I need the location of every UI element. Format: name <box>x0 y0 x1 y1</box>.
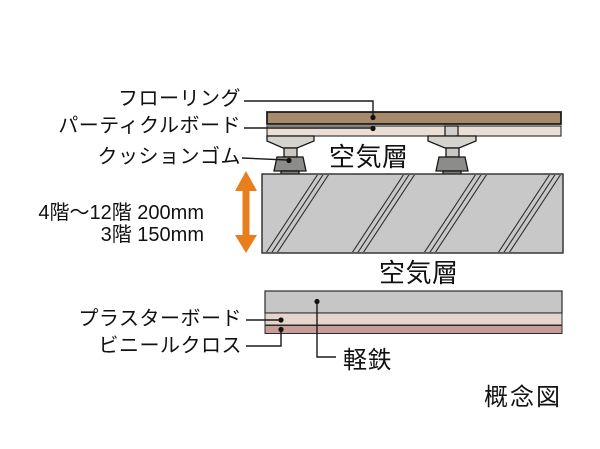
light-steel-leader <box>316 303 336 358</box>
dimension-labels: 4階〜12階 200mm 3階 150mm <box>38 202 204 246</box>
pedestal-left <box>266 135 315 177</box>
particle-board-label: パーティクルボード <box>58 115 241 137</box>
cushion-rubber-label: クッションゴム <box>97 146 241 168</box>
floor-panel <box>266 111 562 137</box>
flooring-layer <box>266 111 562 125</box>
cushion-rubber-shape <box>273 156 307 172</box>
light-steel-layer <box>264 290 563 314</box>
plaster-board-layer <box>264 312 563 326</box>
ceiling-assembly <box>264 290 563 334</box>
vinyl-cloth-leader <box>246 331 282 347</box>
particle-board-dot <box>370 125 376 132</box>
cushion-rubber-leader <box>241 157 288 161</box>
concrete-slab <box>261 173 564 254</box>
vinyl-cloth-dot <box>278 326 284 333</box>
pedestal-plate <box>266 135 315 149</box>
plaster-board-label: プラスターボード <box>78 308 242 330</box>
vinyl-cloth-label: ビニールクロス <box>98 335 242 357</box>
cushion-rubber-shape <box>435 156 469 172</box>
flooring-label: フローリング <box>118 88 241 110</box>
pedestal-plate <box>427 135 477 149</box>
panel-joint-block <box>444 125 459 137</box>
pedestal-right <box>427 135 477 177</box>
pedestal-stem <box>445 147 460 158</box>
diagram-caption: 概念図 <box>484 385 562 411</box>
slab-hatch-lines <box>265 175 562 252</box>
vinyl-cloth-layer <box>264 325 563 334</box>
leader-lines <box>241 100 374 358</box>
dimension-line2: 3階 150mm <box>100 224 204 246</box>
concrete-slab-body <box>261 173 564 254</box>
flooring-leader <box>244 100 374 115</box>
air-layer-upper-label: 空気層 <box>329 142 409 172</box>
light-steel-dot <box>314 298 320 305</box>
air-layer-lower-label: 空気層 <box>379 258 459 288</box>
flooring-dot <box>370 114 376 121</box>
cushion-rubber-dot <box>286 157 292 164</box>
plaster-board-dot <box>278 317 284 323</box>
pedestal-stem <box>283 147 298 158</box>
dimension-arrow <box>235 171 257 253</box>
light-steel-label: 軽鉄 <box>343 347 392 374</box>
dimension-line1: 4階〜12階 200mm <box>38 202 204 224</box>
leader-dots <box>278 114 376 333</box>
particle-board-layer <box>266 125 562 137</box>
